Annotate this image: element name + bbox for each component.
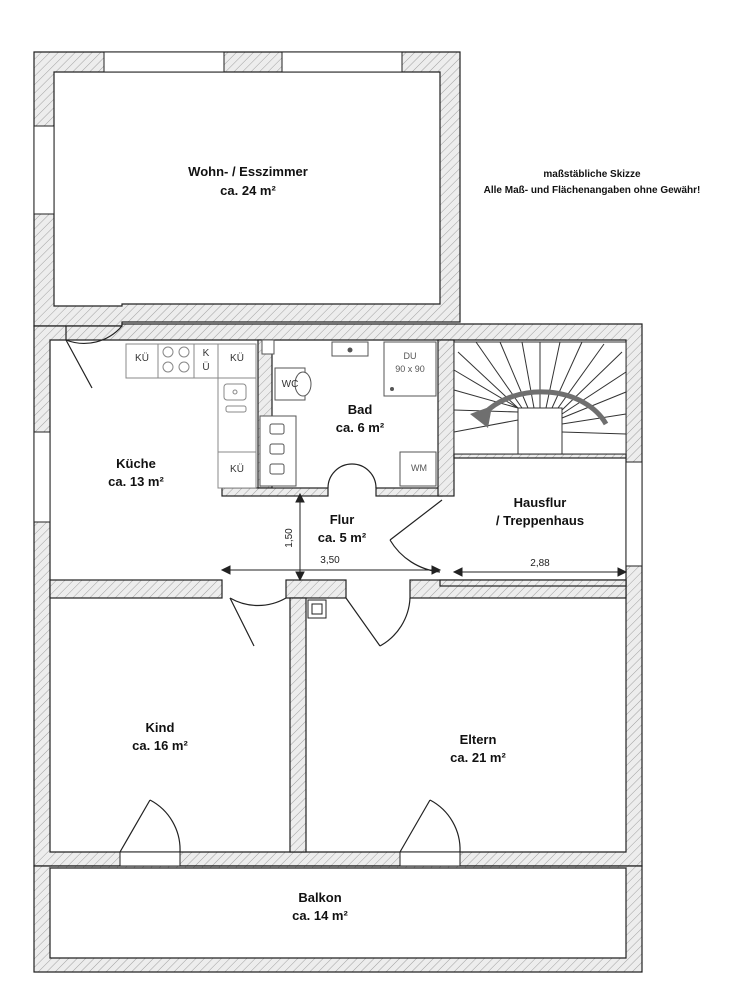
- bath-fixtures: [259, 339, 437, 487]
- wm-label: WM: [411, 463, 427, 473]
- room-kueche-name: Küche: [116, 456, 156, 471]
- kitchen-u: Ü: [202, 361, 209, 373]
- window-wohn-left: [33, 125, 55, 215]
- wc-bowl-icon: [294, 371, 312, 397]
- door-kind-balkon: [119, 799, 181, 853]
- wall-kueche-bottom: [49, 579, 223, 599]
- room-eltern-area: ca. 21 m²: [450, 750, 506, 765]
- door-hausflur: [389, 499, 443, 573]
- sink-icon: [223, 383, 247, 413]
- room-eltern-name: Eltern: [460, 732, 497, 747]
- door-wohn: [65, 325, 123, 389]
- kitchen-ku-1: KÜ: [135, 352, 149, 364]
- dim-hausflur-width: 2,88: [530, 558, 550, 569]
- dim-flur-width: 3,50: [320, 555, 340, 566]
- dim-flur-height: 1,50: [284, 528, 295, 548]
- room-hausflur-name: Hausflur: [514, 495, 567, 510]
- wall-bad-right: [437, 339, 455, 497]
- doors: [65, 325, 461, 853]
- door-eltern-balkon: [399, 799, 461, 853]
- window-wohn-1: [103, 51, 225, 73]
- room-wohn-area: ca. 24 m²: [220, 183, 276, 198]
- room-kind-name: Kind: [146, 720, 175, 735]
- du-label: DU: [404, 351, 417, 361]
- window-eltern: [399, 851, 461, 867]
- dimension-lines: [220, 492, 628, 582]
- note-line2: Alle Maß- und Flächenangaben ohne Gewähr…: [484, 185, 701, 196]
- window-wohn-2: [281, 51, 403, 73]
- stair-direction-arrow: [470, 389, 609, 428]
- door-bad: [327, 463, 377, 489]
- room-kueche-area: ca. 13 m²: [108, 474, 164, 489]
- wall-stairs-bottom: [453, 453, 627, 459]
- kitchen-fixtures: [125, 343, 257, 489]
- wall-kind-top-right: [285, 579, 347, 599]
- room-wohn-name: Wohn- / Esszimmer: [188, 164, 308, 179]
- note-line1: maßstäbliche Skizze: [543, 169, 641, 180]
- kitchen-ku-3: KÜ: [230, 463, 244, 475]
- door-eltern-top: [345, 597, 411, 647]
- kitchen-k: K: [203, 348, 210, 359]
- room-hausflur-name2: / Treppenhaus: [496, 513, 584, 528]
- room-balkon-name: Balkon: [298, 890, 341, 905]
- room-balkon-area: ca. 14 m²: [292, 908, 348, 923]
- kitchen-ku-2: KÜ: [230, 352, 244, 364]
- windows: [33, 51, 643, 867]
- shower-tray: [383, 341, 437, 397]
- heater: [261, 339, 275, 355]
- du-size-label: 90 x 90: [395, 364, 425, 374]
- arrow-head-icon: [470, 406, 492, 428]
- wc-label: WC: [282, 379, 299, 390]
- staircase: [453, 341, 627, 455]
- walls: [33, 51, 643, 973]
- window-kueche: [33, 431, 51, 523]
- room-flur-area: ca. 5 m²: [318, 530, 367, 545]
- chimney-icon: [307, 599, 327, 619]
- wall-hausflur-bottom: [439, 579, 627, 587]
- room-kind-area: ca. 16 m²: [132, 738, 188, 753]
- stair-core: [517, 407, 563, 455]
- window-kind: [119, 851, 181, 867]
- wall-bad-bottom-right: [375, 487, 443, 497]
- room-flur-name: Flur: [330, 512, 355, 527]
- wm-box: [399, 451, 437, 487]
- room-bad-area: ca. 6 m²: [336, 420, 385, 435]
- wall-bad-bottom-left: [221, 487, 329, 497]
- door-kind-top: [229, 597, 287, 647]
- wall-kind-eltern: [289, 597, 307, 853]
- room-bad-name: Bad: [348, 402, 373, 417]
- counter-top: [125, 343, 257, 379]
- window-hausflur: [625, 461, 643, 567]
- stove-icon: [162, 346, 190, 373]
